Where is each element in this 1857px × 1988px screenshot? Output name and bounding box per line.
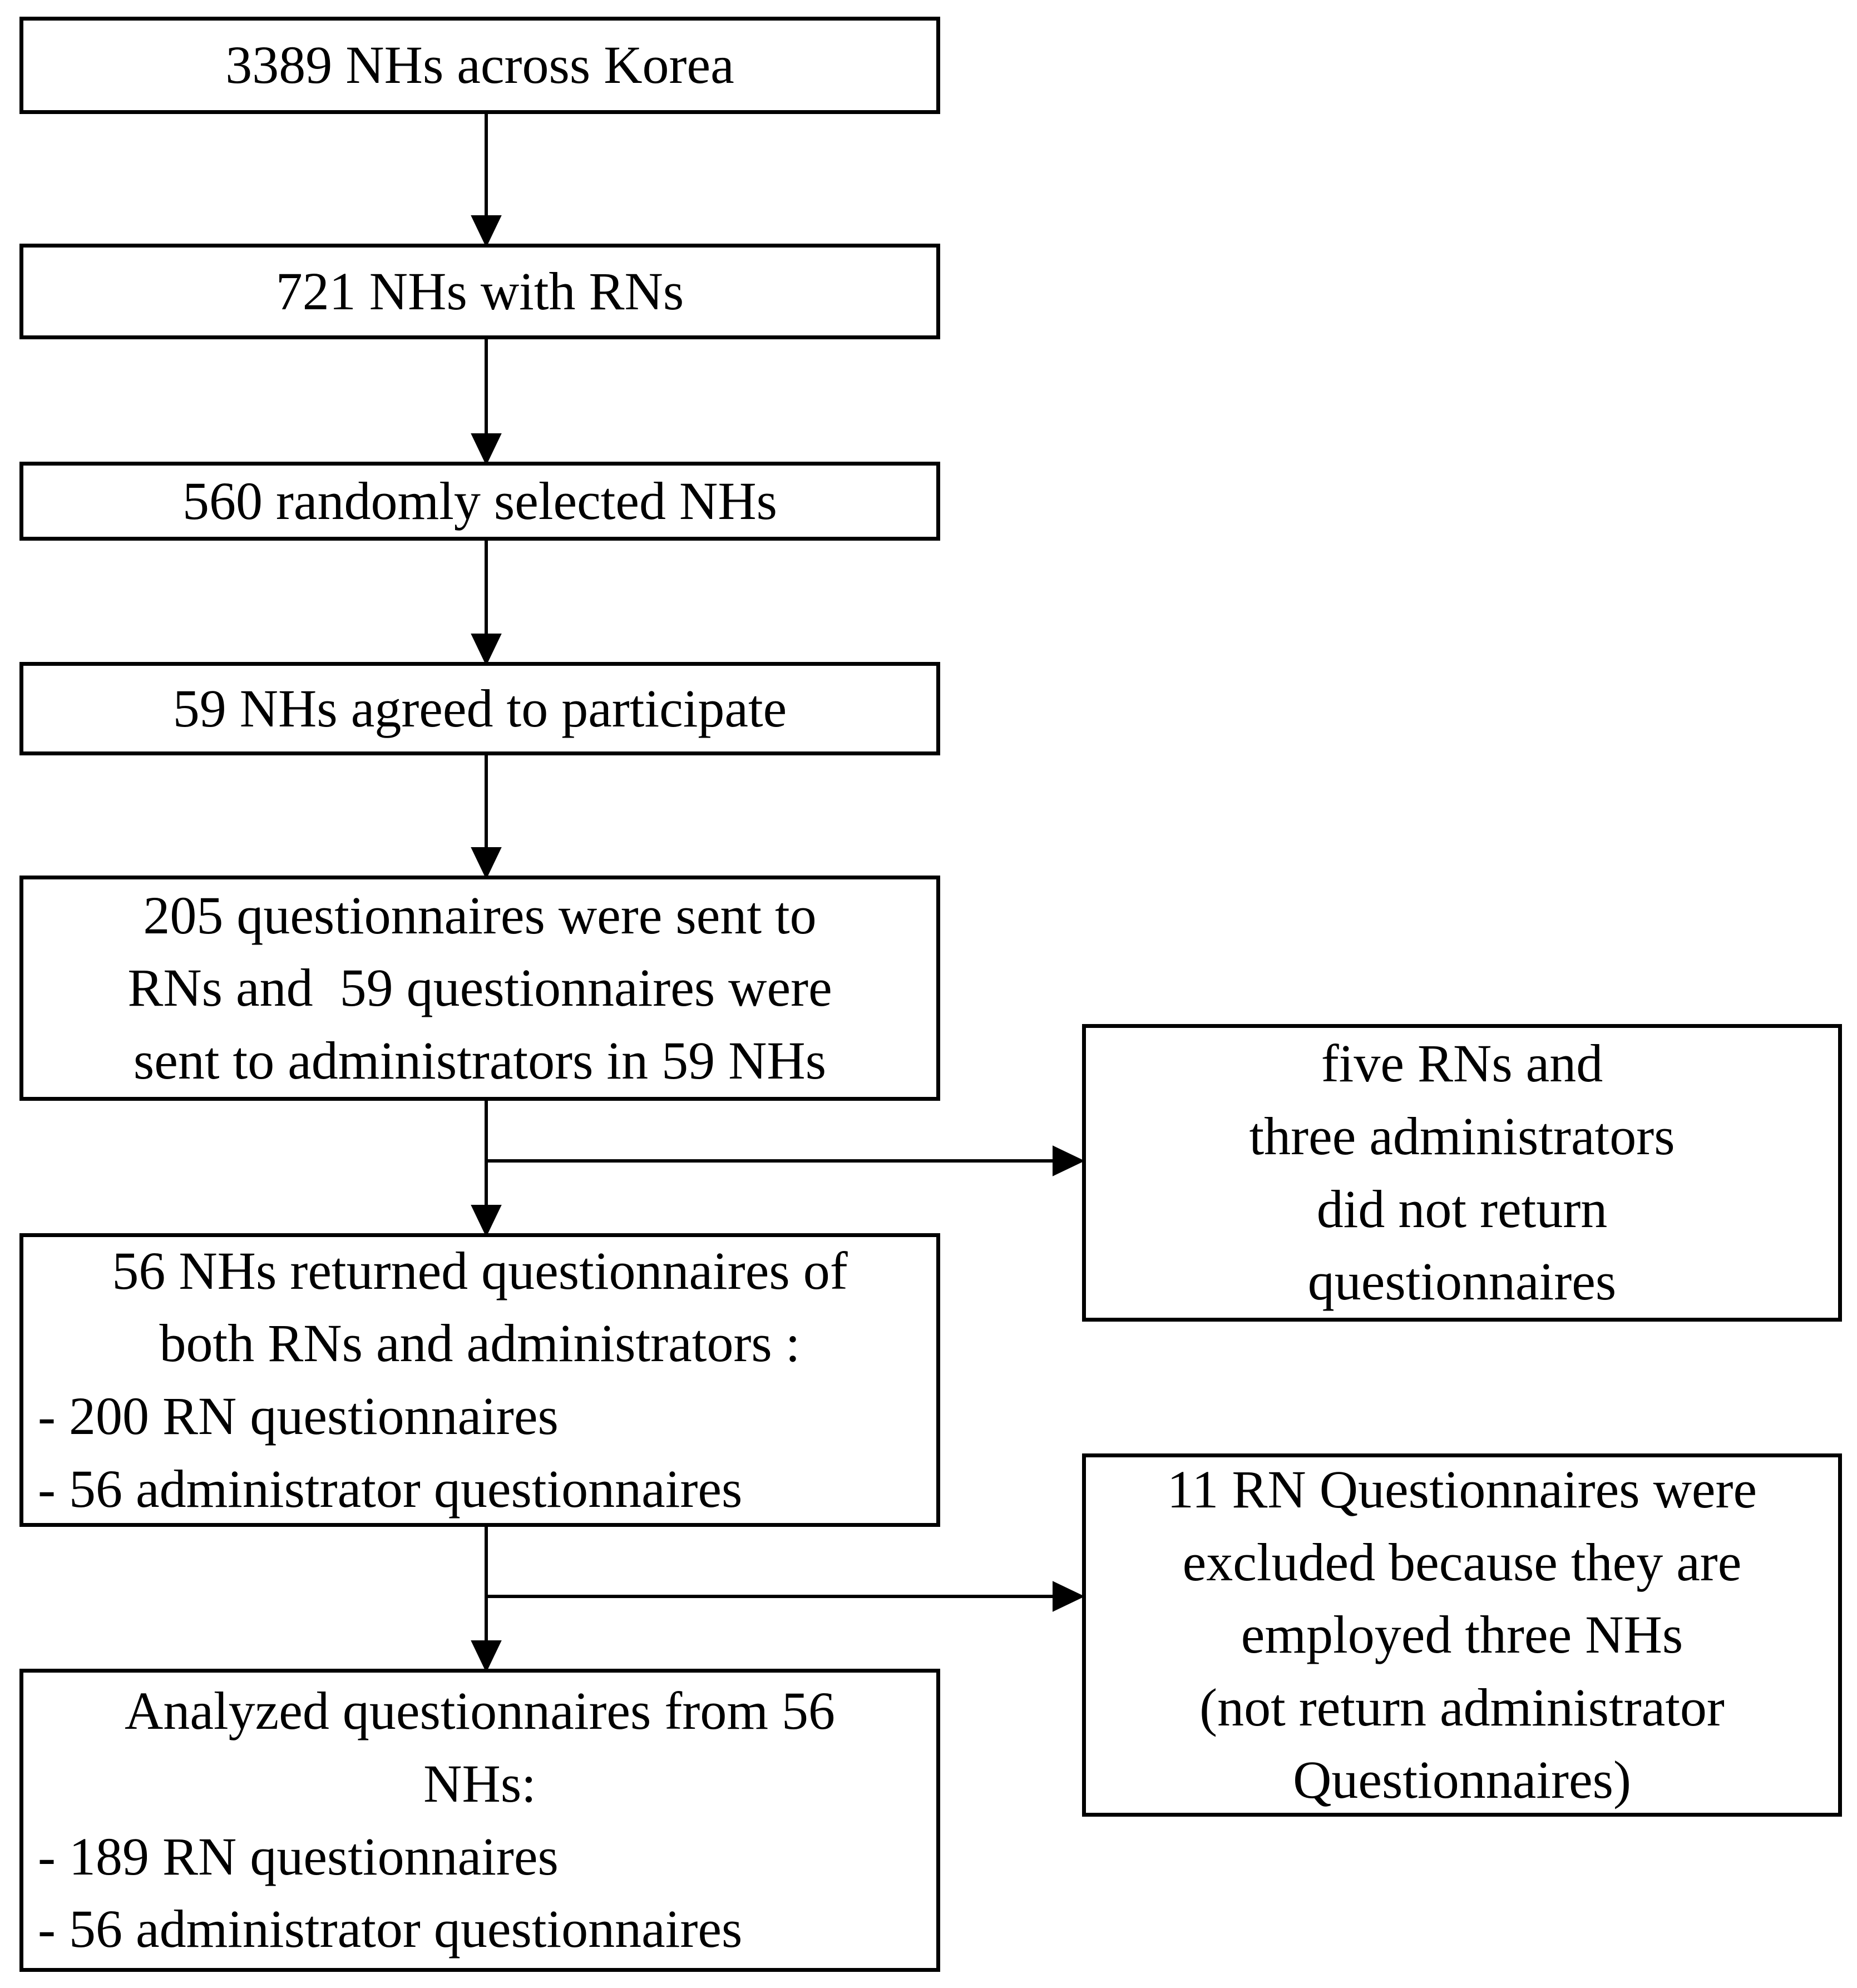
flow-box-text: 56 NHs returned questionnaires of — [112, 1240, 848, 1300]
flow-box-not-returned: five RNs and three administrators did no… — [1082, 1024, 1842, 1322]
flow-box-excluded: 11 RN Questionnaires were excluded becau… — [1082, 1453, 1842, 1817]
flow-box-text: employed three NHs — [1241, 1605, 1683, 1665]
flow-box-questionnaires-returned: 56 NHs returned questionnaires of both R… — [19, 1233, 940, 1527]
flow-box-text: 3389 NHs across Korea — [225, 35, 734, 95]
arrowhead-down-icon — [471, 1640, 502, 1673]
flow-box-bullet-text: - 200 RN questionnaires — [38, 1386, 559, 1446]
flow-box-bullet-text: - 56 administrator questionnaires — [38, 1458, 743, 1519]
arrowhead-down-icon — [471, 215, 502, 248]
flow-box-total-nhs: 3389 NHs across Korea — [19, 17, 940, 114]
arrowhead-right-icon — [1053, 1145, 1085, 1176]
flow-box-text: Questionnaires) — [1293, 1750, 1631, 1810]
flow-box-text: (not return administrator — [1199, 1677, 1725, 1737]
flow-box-text: NHs: — [423, 1753, 536, 1813]
flow-box-text: five RNs and — [1321, 1033, 1603, 1094]
flow-box-text: 721 NHs with RNs — [275, 261, 684, 321]
arrowhead-down-icon — [471, 433, 502, 466]
flow-box-bullet-text: - 189 RN questionnaires — [38, 1826, 559, 1886]
flow-box-text: 11 RN Questionnaires were — [1167, 1460, 1757, 1520]
arrowhead-down-icon — [471, 1205, 502, 1237]
flow-box-text: did not return — [1316, 1179, 1608, 1239]
flow-box-text: Analyzed questionnaires from 56 — [125, 1681, 835, 1741]
flow-box-agreed-to-participate: 59 NHs agreed to participate — [19, 662, 940, 755]
flow-box-text: excluded because they are — [1182, 1532, 1742, 1592]
flow-box-text: three administrators — [1249, 1106, 1675, 1166]
arrowhead-down-icon — [471, 847, 502, 879]
flow-box-questionnaires-sent: 205 questionnaires were sent to RNs and … — [19, 876, 940, 1101]
flow-box-bullet-text: - 56 administrator questionnaires — [38, 1899, 743, 1959]
flow-box-text: 205 questionnaires were sent to — [143, 885, 817, 945]
flow-box-text: sent to administrators in 59 NHs — [133, 1030, 827, 1090]
arrowhead-down-icon — [471, 634, 502, 666]
flow-box-text: 560 randomly selected NHs — [182, 471, 778, 531]
flow-box-text: 59 NHs agreed to participate — [172, 678, 787, 738]
flow-box-text: questionnaires — [1307, 1252, 1617, 1312]
flow-box-text: RNs and 59 questionnaires were — [127, 958, 832, 1018]
flow-box-randomly-selected: 560 randomly selected NHs — [19, 462, 940, 541]
flow-box-text: both RNs and administrators : — [159, 1313, 801, 1373]
arrowhead-right-icon — [1053, 1581, 1085, 1612]
flow-box-nhs-with-rns: 721 NHs with RNs — [19, 244, 940, 339]
flow-box-analyzed-questionnaires: Analyzed questionnaires from 56 NHs: - 1… — [19, 1669, 940, 1972]
